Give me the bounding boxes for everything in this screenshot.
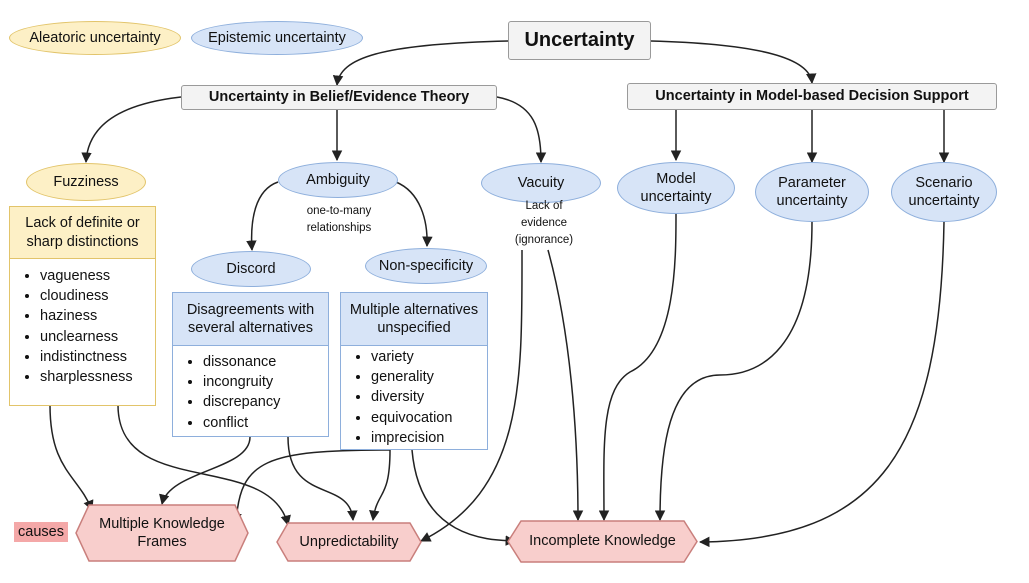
edge-parameter-incomplete: [654, 221, 813, 522]
ambiguity-note-line: relationships: [306, 222, 372, 234]
node-non-specificity: Non-specificity: [365, 248, 487, 284]
box-non-specificity: Multiple alternatives unspecified variet…: [340, 292, 488, 450]
node-parameter-uncertainty: Parameter uncertainty: [755, 162, 869, 222]
node-parameter-label: Parameter: [778, 174, 846, 191]
node-discord-label: Discord: [226, 260, 276, 277]
legend-epistemic-label: Epistemic uncertainty: [208, 29, 346, 46]
node-vacuity: Vacuity: [481, 163, 601, 203]
node-ambiguity-label: Ambiguity: [306, 171, 370, 188]
list-item: cloudiness: [40, 286, 155, 306]
node-fuzziness-label: Fuzziness: [53, 173, 119, 190]
edge-root-model: [650, 40, 817, 85]
node-nonspec-label: Non-specificity: [378, 257, 474, 274]
outcome-unpredictability: Unpredictability: [276, 522, 422, 562]
list-item: generality: [371, 367, 487, 387]
edge-nonspec-frames: [231, 449, 391, 525]
box-title-line: sharp distinctions: [26, 233, 139, 250]
box-title-line: several alternatives: [188, 320, 313, 336]
node-model-label: uncertainty: [640, 189, 712, 205]
edge-ambiguity-nonspec: [395, 181, 433, 248]
list-item: equivocation: [371, 408, 487, 428]
hexagon-shape: [75, 504, 249, 562]
node-discord: Discord: [191, 251, 311, 287]
edge-discord-unpred: [287, 436, 358, 522]
box-fuzziness: Lack of definite or sharp distinctions v…: [9, 206, 156, 406]
list-item: haziness: [40, 306, 155, 326]
list-item: discrepancy: [203, 392, 328, 412]
box-discord: Disagreements with several alternatives …: [172, 292, 329, 437]
outcome-multiple-knowledge-frames: Multiple Knowledge Frames: [75, 504, 249, 562]
vacuity-note-line: (ignorance): [514, 234, 574, 246]
box-fuzziness-title: Lack of definite or sharp distinctions: [10, 207, 155, 259]
edge-scenario-incomplete: [698, 221, 945, 548]
edge-fuzzy-unpred: [117, 404, 291, 527]
list-item: dissonance: [203, 352, 328, 372]
node-scenario-uncertainty: Scenario uncertainty: [891, 162, 997, 222]
box-discord-title: Disagreements with several alternatives: [173, 293, 328, 346]
list-item: incongruity: [203, 372, 328, 392]
edge-vacuity-incomplete: [547, 249, 584, 522]
vacuity-note-line: Lack of: [525, 200, 563, 212]
node-fuzziness: Fuzziness: [26, 163, 146, 201]
list-item: vagueness: [40, 266, 155, 286]
edge-nonspec-unpred: [369, 449, 391, 522]
box-title-line: unspecified: [377, 320, 451, 336]
branch-model-label: Uncertainty in Model-based Decision Supp…: [655, 88, 969, 105]
edge-vacuity-unpred: [420, 249, 523, 542]
node-scenario-label: uncertainty: [908, 193, 980, 209]
edge-discord-frames: [159, 436, 251, 506]
list-item: sharplessness: [40, 367, 155, 387]
node-model-label: Model: [656, 170, 696, 187]
list-item: indistinctness: [40, 347, 155, 367]
list-item: imprecision: [371, 428, 487, 448]
edge-model-incomplete: [598, 213, 677, 522]
edge-ambiguity-discord: [246, 181, 279, 252]
fuzziness-list: vagueness cloudiness haziness unclearnes…: [10, 266, 155, 387]
nonspec-list: variety generality diversity equivocatio…: [341, 347, 487, 448]
edge-fuzzy-frames: [49, 404, 94, 511]
ambiguity-note-line: one-to-many: [306, 205, 372, 217]
list-item: diversity: [371, 387, 487, 407]
list-item: unclearness: [40, 327, 155, 347]
edge-belief-fuzziness: [81, 96, 182, 164]
legend-causes: causes: [14, 522, 68, 542]
outcome-unpredictability-label: Unpredictability: [299, 533, 399, 550]
root-uncertainty-label: Uncertainty: [524, 29, 635, 51]
list-item: conflict: [203, 413, 328, 433]
branch-belief-evidence: Uncertainty in Belief/Evidence Theory: [181, 85, 497, 110]
vacuity-note: Lack of evidence (ignorance): [494, 198, 594, 249]
node-vacuity-label: Vacuity: [517, 174, 565, 191]
hexagon-shape: [507, 520, 698, 563]
discord-list: dissonance incongruity discrepancy confl…: [173, 352, 328, 433]
box-nonspec-title: Multiple alternatives unspecified: [341, 293, 487, 346]
hexagon-shape: [276, 522, 422, 562]
branch-model-based: Uncertainty in Model-based Decision Supp…: [627, 83, 997, 110]
edge-nonspec-incomplete: [411, 449, 517, 546]
box-title-line: Lack of definite or: [25, 215, 140, 232]
box-title-line: Disagreements with: [186, 301, 315, 318]
vacuity-note-line: evidence: [520, 217, 568, 229]
node-parameter-label: uncertainty: [776, 193, 848, 209]
branch-belief-label: Uncertainty in Belief/Evidence Theory: [208, 89, 470, 106]
outcome-frames-label: Multiple Knowledge: [99, 515, 225, 532]
legend-aleatoric-label: Aleatoric uncertainty: [29, 29, 161, 46]
root-uncertainty: Uncertainty: [508, 21, 651, 60]
legend-aleatoric: Aleatoric uncertainty: [9, 21, 181, 55]
edge-root-belief: [332, 40, 509, 87]
node-scenario-label: Scenario: [915, 174, 973, 191]
box-title-line: Multiple alternatives: [349, 301, 479, 318]
ambiguity-note: one-to-many relationships: [284, 203, 394, 237]
outcome-incomplete-knowledge: Incomplete Knowledge: [507, 520, 698, 563]
node-model-uncertainty: Model uncertainty: [617, 162, 735, 214]
node-ambiguity: Ambiguity: [278, 162, 398, 198]
legend-epistemic: Epistemic uncertainty: [191, 21, 363, 55]
outcome-frames-label: Frames: [137, 534, 187, 550]
outcome-incomplete-label: Incomplete Knowledge: [529, 533, 676, 550]
edge-belief-vacuity: [496, 96, 547, 164]
list-item: variety: [371, 347, 487, 367]
